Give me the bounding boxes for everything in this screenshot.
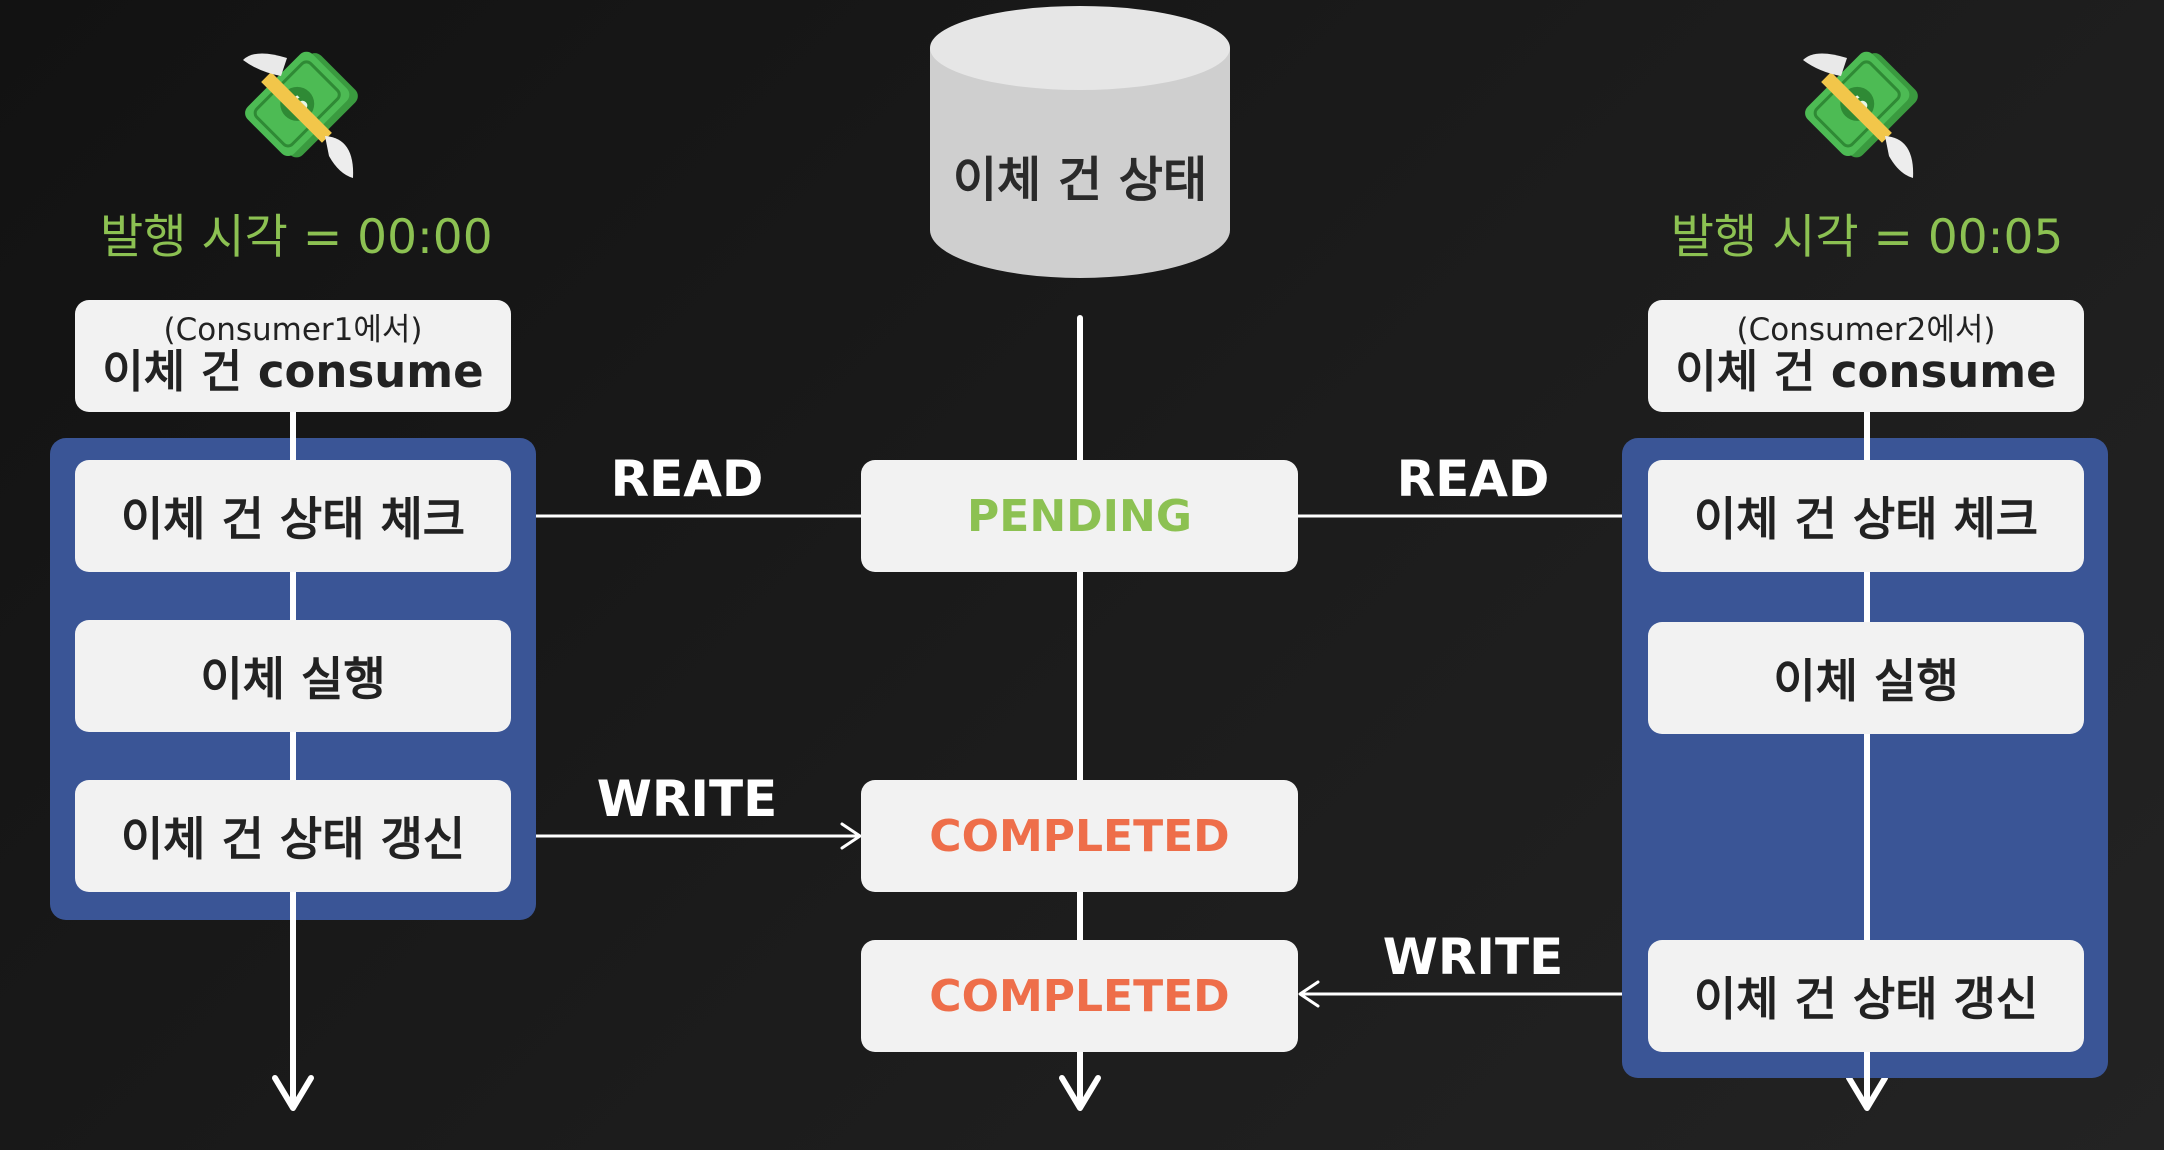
left-consume-main: 이체 건 consume [102,345,484,399]
left-execute-box: 이체 실행 [75,620,511,732]
read-right-label: READ [1396,450,1550,508]
right-issued-time: 발행 시각 = 00:05 [1670,210,2064,265]
left-issued-time: 발행 시각 = 00:00 [100,210,493,265]
database-label: 이체 건 상태 [952,152,1208,208]
completed-status-box-1: COMPLETED [861,780,1298,892]
left-consume-box: (Consumer1에서) 이체 건 consume [75,300,511,412]
left-check-box: 이체 건 상태 체크 [75,460,511,572]
right-update-box: 이체 건 상태 갱신 [1648,940,2084,1052]
right-consume-sub: (Consumer2에서) [1736,311,1996,348]
right-check-box: 이체 건 상태 체크 [1648,460,2084,572]
right-timeline-arrowhead [1846,1075,1888,1111]
right-consume-main: 이체 건 consume [1675,345,2057,399]
pending-status-box: PENDING [861,460,1298,572]
write-right-label: WRITE [1382,928,1564,986]
read-left-label: READ [610,450,764,508]
left-consume-sub: (Consumer1에서) [163,311,423,348]
center-timeline-arrowhead [1059,1075,1101,1111]
database-cylinder [930,6,1230,278]
left-update-box: 이체 건 상태 갱신 [75,780,511,892]
right-consume-box: (Consumer2에서) 이체 건 consume [1648,300,2084,412]
right-execute-box: 이체 실행 [1648,622,2084,734]
write-left-label: WRITE [596,770,778,828]
completed-status-box-2: COMPLETED [861,940,1298,1052]
left-timeline-arrowhead [272,1075,314,1111]
